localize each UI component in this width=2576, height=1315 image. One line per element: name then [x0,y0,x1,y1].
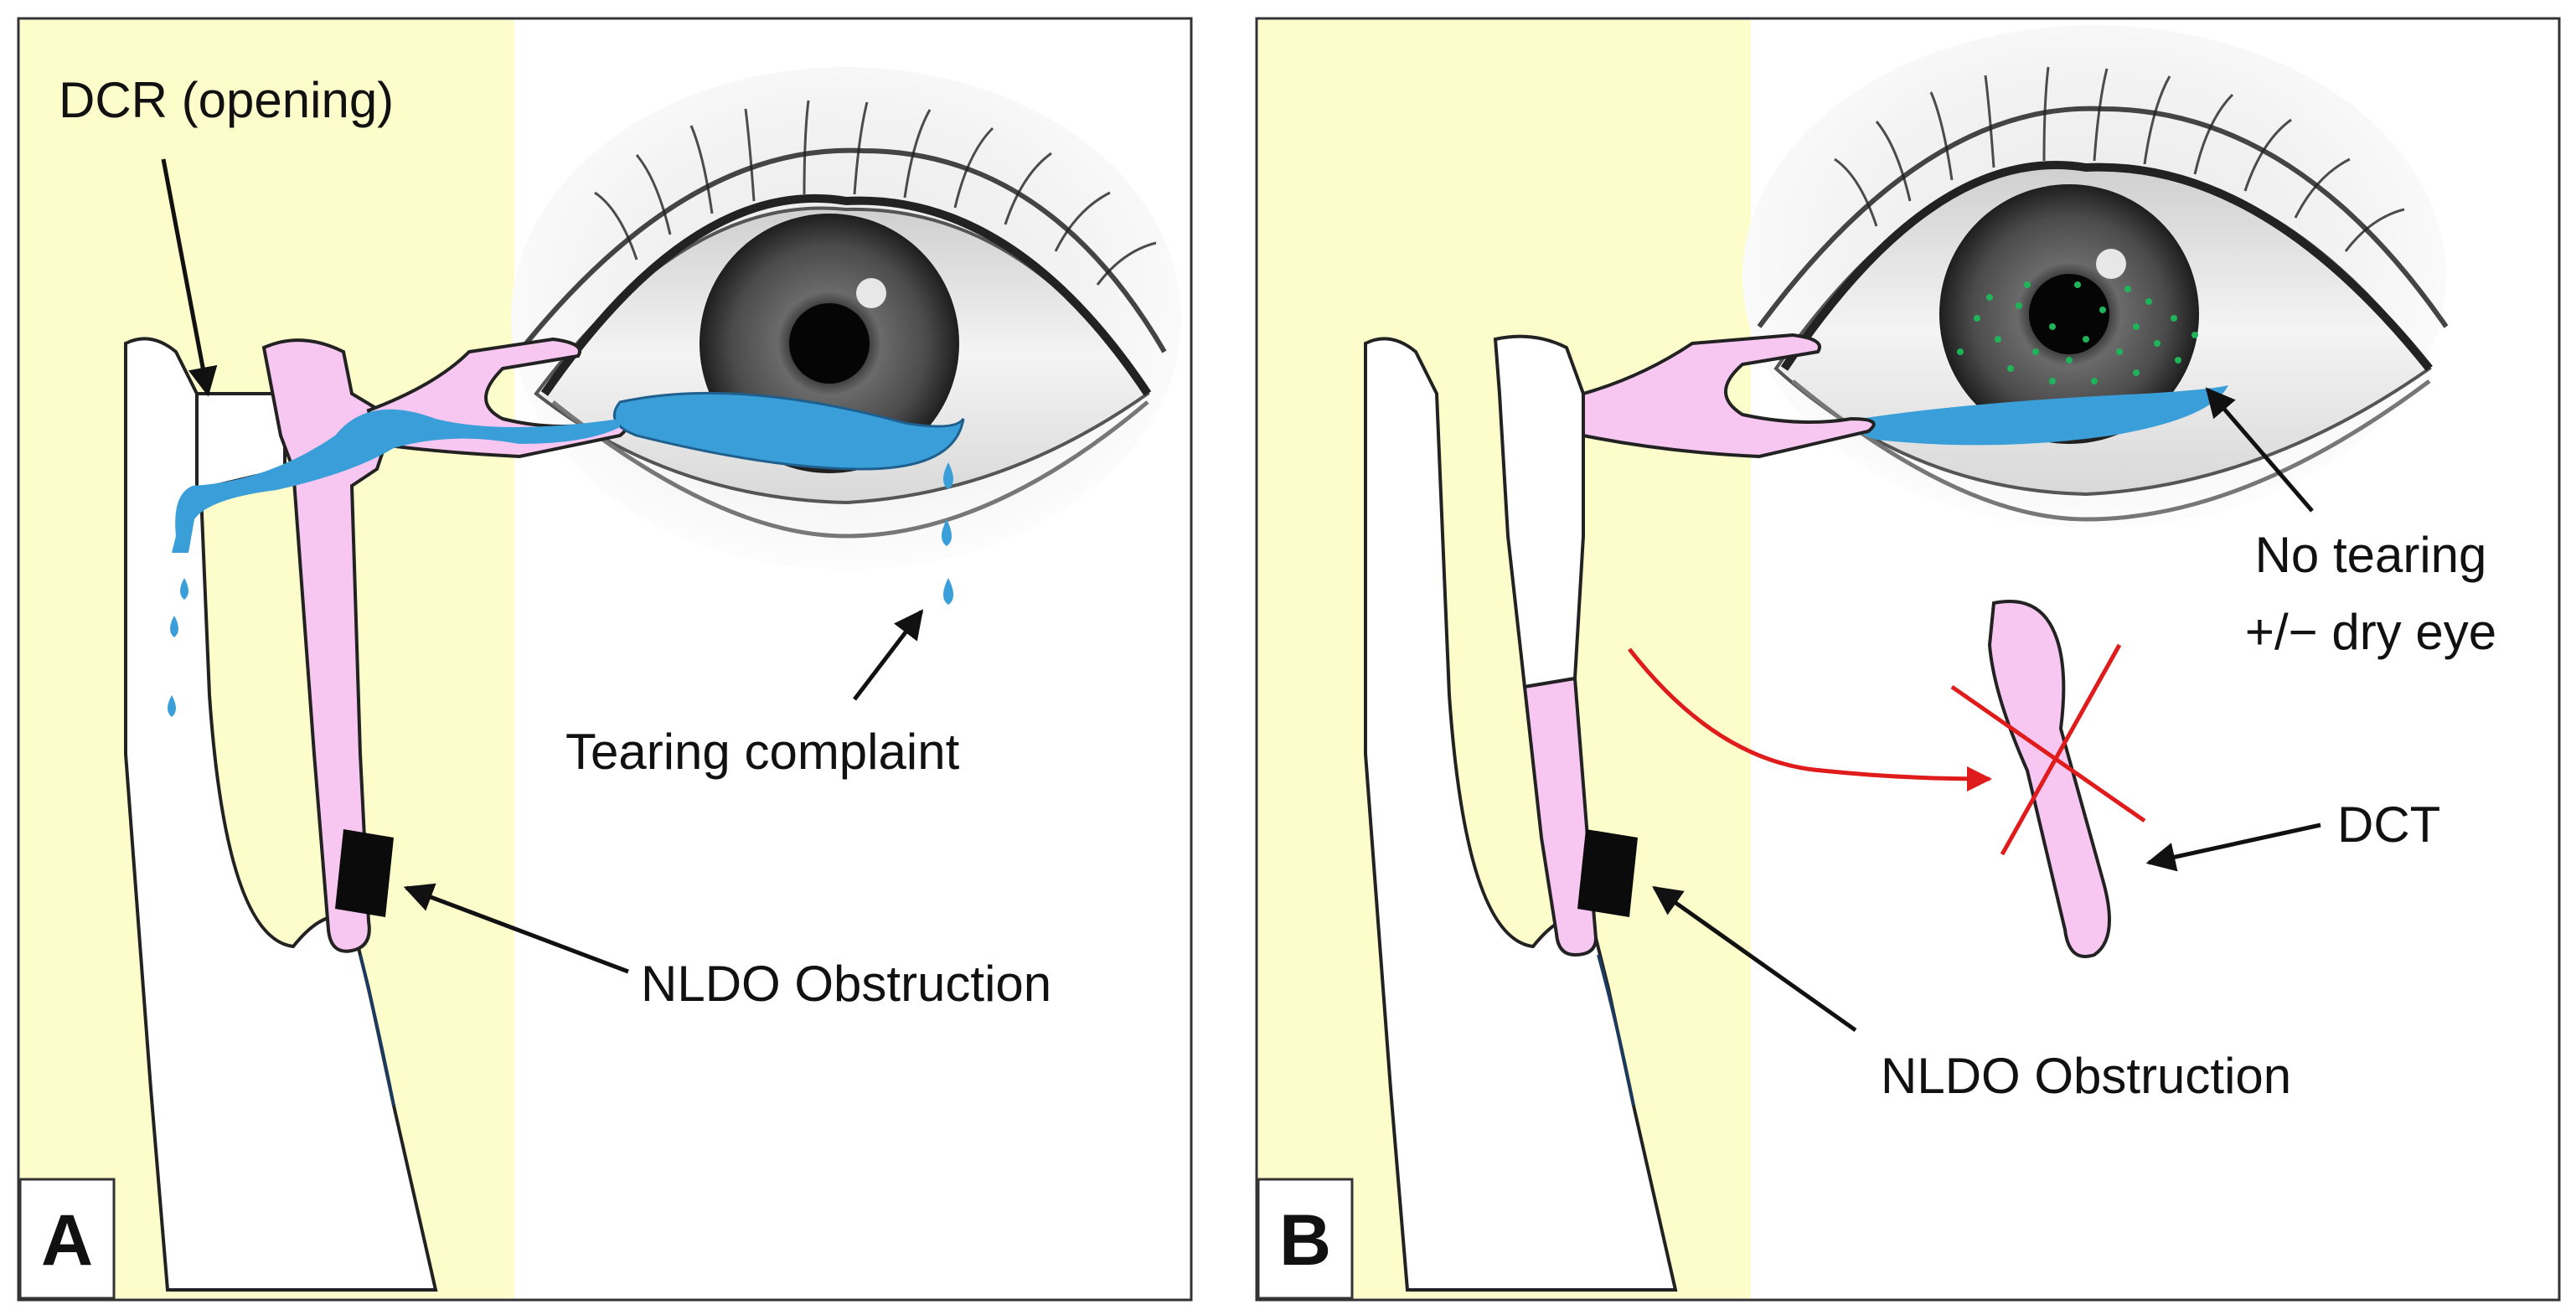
panel-a: DCR (opening) Tearing complaint NLDO Obs… [17,17,1193,1302]
panel-b-dry-eye-dots [1957,281,2198,384]
panel-a-tearing-label: Tearing complaint [565,724,960,780]
panel-b-excision-cross [1950,643,2146,856]
panel-b-no-tearing-arrow [2205,387,2314,513]
panel-b-dct-arrow [2145,823,2321,872]
panel-b-nldo-label: NLDO Obstruction [1881,1048,2291,1104]
panel-b-letter: B [1279,1200,1331,1281]
panel-b-nldo-obstruction [1577,829,1638,917]
panel-a-nldo-arrow [403,883,629,974]
panel-b-removal-arrow [1628,647,1992,792]
panel-b-eye-illustration [1742,25,2449,528]
panel-a-nldo-obstruction [335,829,394,917]
panel-a-nldo-label: NLDO Obstruction [641,956,1051,1012]
panel-a-lacrimal-sac-duct [261,338,396,953]
panel-a-eye-illustration [511,67,1181,570]
panel-a-tear-flow [168,391,965,717]
panel-b-tear-film [1856,385,2228,446]
panel-b-remaining-duct [1522,676,1598,957]
panel-b-no-tearing-label: No tearing [2255,527,2487,583]
panel-b-canaliculi [1582,333,1876,459]
panel-a-dcr-label: DCR (opening) [59,72,394,128]
panel-b-letter-box [1257,1178,1354,1300]
panel-b-dry-eye-label: +/− dry eye [2245,604,2496,660]
panel-a-tearing-arrow [853,609,924,701]
panel-b: No tearing +/− dry eye DCT NLDO Obstruct… [1255,17,2561,1302]
panel-a-letter: A [41,1200,93,1281]
panel-b-nldo-arrow [1652,885,1857,1033]
panel-a-letter-box [18,1178,116,1300]
panel-a-dcr-arrow [161,158,218,397]
panel-b-dct-label: DCT [2337,797,2440,853]
